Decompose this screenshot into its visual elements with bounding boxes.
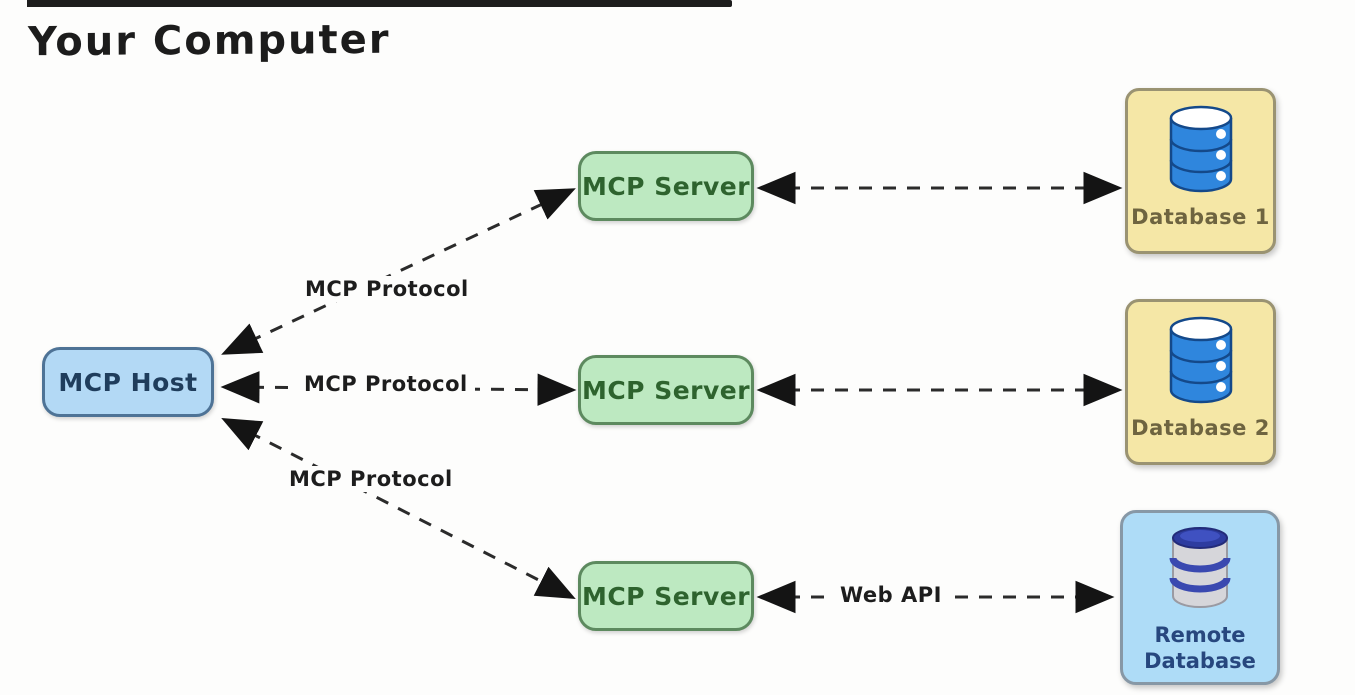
edge-label-mcp-protocol-bottom: MCP Protocol bbox=[282, 466, 460, 492]
node-remote-database-label: Remote Database bbox=[1144, 623, 1256, 674]
node-mcp-server-3-label: MCP Server bbox=[581, 581, 751, 611]
video-progress-bar bbox=[27, 0, 732, 7]
edge-label-mcp-protocol-top: MCP Protocol bbox=[298, 276, 476, 302]
database-cylinder-blue-icon bbox=[1165, 316, 1237, 409]
node-mcp-server-1: MCP Server bbox=[578, 151, 754, 221]
node-database-2-label: Database 2 bbox=[1131, 416, 1270, 440]
edge-label-web-api: Web API bbox=[833, 582, 949, 608]
node-remote-database: Remote Database bbox=[1120, 510, 1280, 685]
database-cylinder-silver-icon bbox=[1167, 525, 1233, 616]
node-mcp-server-2: MCP Server bbox=[578, 355, 754, 425]
node-database-1-label: Database 1 bbox=[1131, 205, 1270, 229]
edge-host-to-server-3 bbox=[221, 418, 576, 599]
node-database-2: Database 2 bbox=[1125, 299, 1276, 465]
edge-label-mcp-protocol-middle: MCP Protocol bbox=[297, 371, 475, 397]
node-mcp-server-1-label: MCP Server bbox=[581, 171, 751, 201]
node-mcp-host: MCP Host bbox=[42, 347, 214, 417]
node-mcp-host-label: MCP Host bbox=[58, 367, 198, 397]
node-database-1: Database 1 bbox=[1125, 88, 1276, 254]
edge-host-to-server-1 bbox=[221, 188, 576, 355]
node-mcp-server-2-label: MCP Server bbox=[581, 375, 751, 405]
database-cylinder-blue-icon bbox=[1165, 105, 1237, 198]
node-mcp-server-3: MCP Server bbox=[578, 561, 754, 631]
